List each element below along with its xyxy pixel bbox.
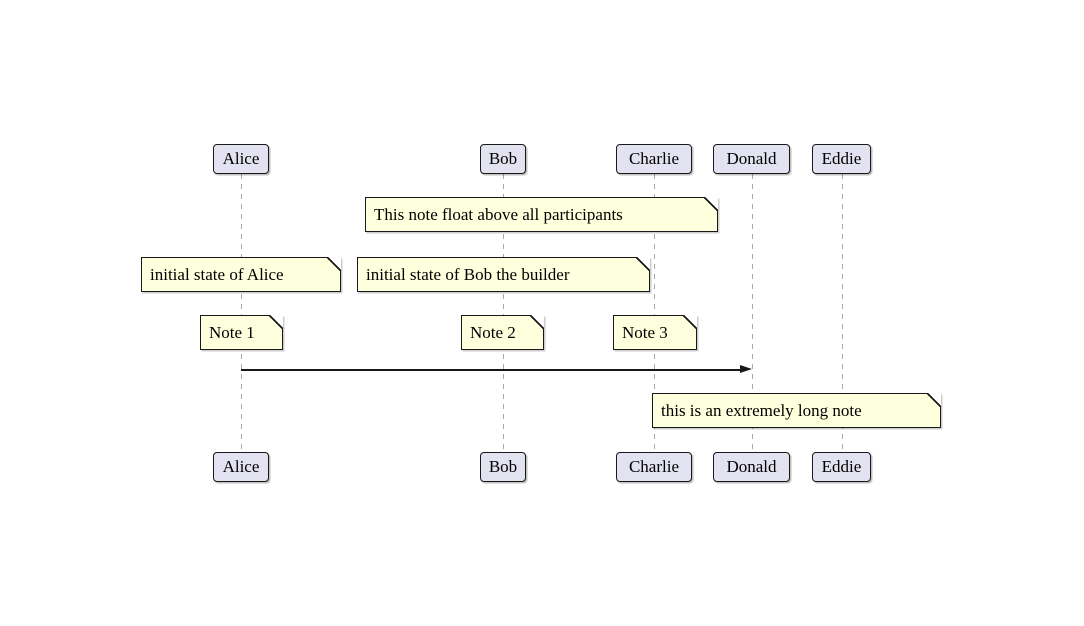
- participant-bob-top: Bob: [480, 144, 526, 174]
- participant-charlie-bottom: Charlie: [616, 452, 692, 482]
- note-extremely-long: this is an extremely long note: [652, 393, 941, 428]
- participant-alice-bottom: Alice: [213, 452, 269, 482]
- note-text: Note 3: [622, 322, 668, 342]
- lifeline-bob: [502, 174, 504, 452]
- participant-donald-top: Donald: [713, 144, 790, 174]
- note-1: Note 1: [200, 315, 283, 350]
- note-initial-state-alice: initial state of Alice: [141, 257, 341, 292]
- lifeline-charlie: [653, 174, 655, 452]
- participant-label: Alice: [222, 457, 260, 476]
- note-text: initial state of Alice: [150, 264, 284, 284]
- lifeline-donald: [751, 174, 753, 452]
- note-text: This note float above all participants: [374, 204, 623, 224]
- note-text: Note 1: [209, 322, 255, 342]
- note-3: Note 3: [613, 315, 697, 350]
- participant-label: Alice: [222, 149, 260, 168]
- participant-label: Donald: [726, 457, 777, 476]
- note-text: Note 2: [470, 322, 516, 342]
- participant-label: Eddie: [821, 149, 862, 168]
- participant-label: Bob: [488, 149, 518, 168]
- note-text: initial state of Bob the builder: [366, 264, 570, 284]
- note-float-above-participants: This note float above all participants: [365, 197, 718, 232]
- participant-bob-bottom: Bob: [480, 452, 526, 482]
- participant-label: Charlie: [628, 149, 680, 168]
- participant-label: Bob: [488, 457, 518, 476]
- participant-label: Donald: [726, 149, 777, 168]
- message-arrowhead: [740, 365, 752, 374]
- participant-label: Charlie: [628, 457, 680, 476]
- lifeline-eddie: [841, 174, 843, 452]
- participant-donald-bottom: Donald: [713, 452, 790, 482]
- lifeline-alice: [240, 174, 242, 452]
- participant-alice-top: Alice: [213, 144, 269, 174]
- participant-eddie-bottom: Eddie: [812, 452, 871, 482]
- note-initial-state-bob: initial state of Bob the builder: [357, 257, 650, 292]
- note-2: Note 2: [461, 315, 544, 350]
- participant-eddie-top: Eddie: [812, 144, 871, 174]
- note-text: this is an extremely long note: [661, 400, 862, 420]
- participant-label: Eddie: [821, 457, 862, 476]
- message-arrow-line: [241, 369, 741, 371]
- participant-charlie-top: Charlie: [616, 144, 692, 174]
